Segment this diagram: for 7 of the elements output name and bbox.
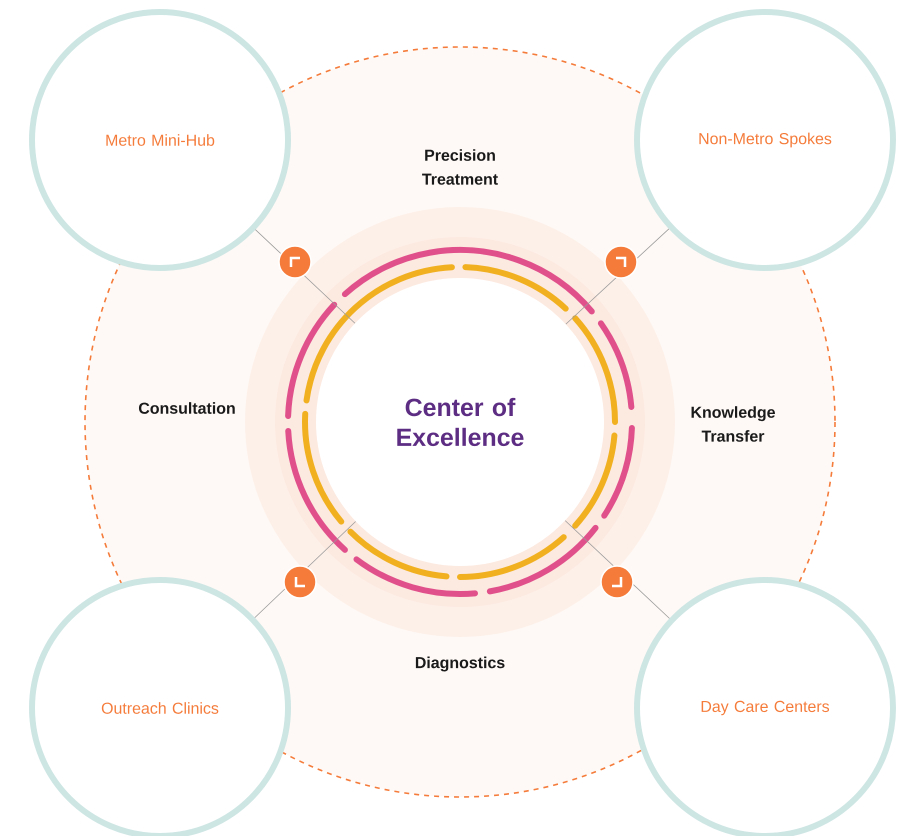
node-label: Non-Metro Spokes: [699, 132, 832, 148]
node-label: Outreach Clinics: [102, 702, 218, 714]
ring-label: Precision Treatment: [422, 149, 498, 185]
ring-label: Consultation: [138, 402, 235, 414]
node-label: Day Care Centers: [702, 700, 830, 716]
ring-label: Diagnostics: [416, 656, 505, 672]
ring-label: Knowledge Transfer: [692, 406, 775, 442]
